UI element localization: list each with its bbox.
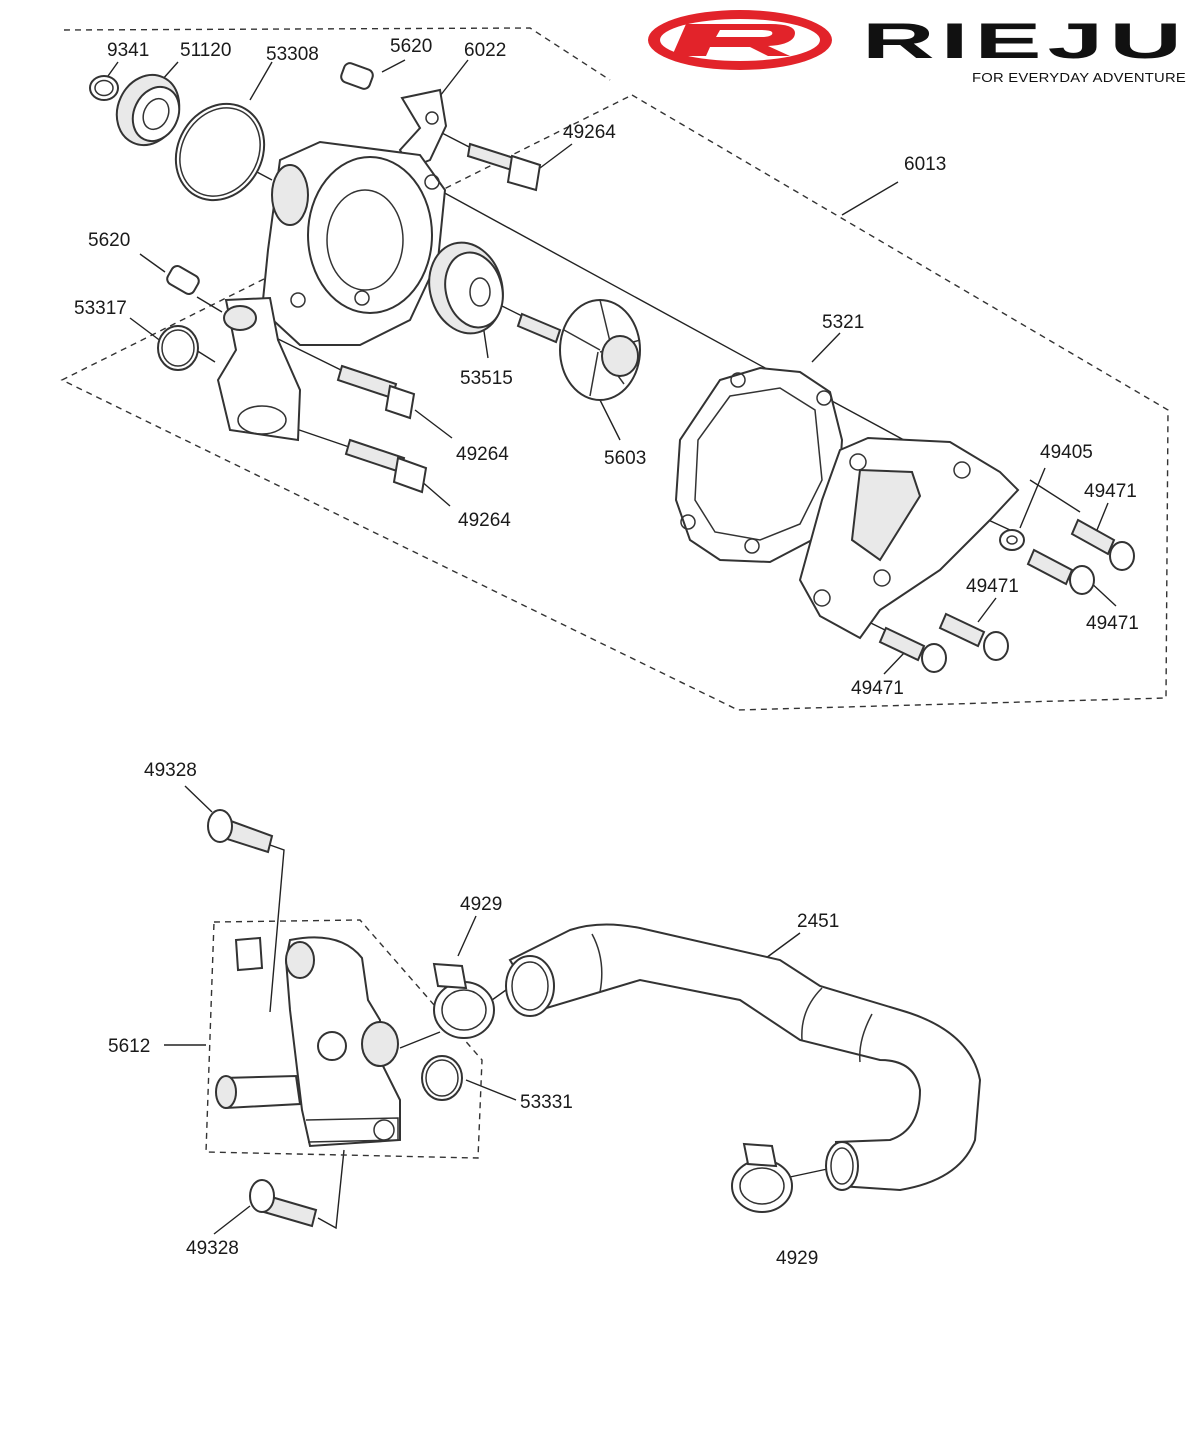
bolt-49328-bottom [249,1179,318,1228]
label-5620-left: 5620 [88,230,130,251]
label-49328-bottom: 49328 [186,1238,239,1259]
label-49264-top: 49264 [563,122,616,143]
bolt-49264-mid [336,364,416,420]
thermostat-assembly-outline [205,919,483,1159]
bolt-49328-top [207,809,274,854]
label-49471-b: 49471 [1086,613,1139,634]
o-ring-53331 [421,1055,463,1101]
label-5612: 5612 [108,1036,150,1057]
label-49471-d: 49471 [851,678,904,699]
label-9341: 9341 [107,40,149,61]
o-ring-53308 [174,102,266,202]
label-53515: 53515 [460,368,513,389]
brand-logo: RIEJU FOR EVERYDAY ADVENTURE [648,10,1188,85]
label-5603: 5603 [604,448,646,469]
dowel-pin-5620-top [340,62,374,90]
thermostat-housing-5612 [215,936,401,1148]
hose-clamp-4929-bottom [731,1142,793,1213]
label-4929-bottom: 4929 [776,1248,818,1269]
label-49328-top: 49328 [144,760,197,781]
brand-wordmark: RIEJU [862,13,1188,69]
label-4929-top: 4929 [460,894,502,915]
bolt-49471-d [878,626,947,673]
bolt-49471-a [1070,518,1135,571]
label-49264-mid: 49264 [456,444,509,465]
label-49264-low: 49264 [458,510,511,531]
pump-housing [216,140,447,442]
label-6022: 6022 [464,40,506,61]
bolt-49471-b [1026,548,1095,595]
hose-clamp-4929-top [432,962,495,1039]
label-49471-a: 49471 [1084,481,1137,502]
brand-tagline: FOR EVERYDAY ADVENTURE [972,70,1186,85]
label-5620-top: 5620 [390,36,432,57]
label-2451: 2451 [797,911,839,932]
bearing-51120 [115,73,181,147]
logo-r-icon [672,24,795,56]
circlip-9341 [89,75,119,101]
label-53308: 53308 [266,44,319,65]
pump-assembly-outline [60,27,1169,711]
pump-cover [798,436,1020,640]
label-49471-c: 49471 [966,576,1019,597]
o-ring-53317 [157,325,199,371]
label-49405: 49405 [1040,442,1093,463]
bolt-49264-low [344,438,428,494]
label-5321: 5321 [822,312,864,333]
part-labels: 9341 51120 53308 5620 6022 49264 6013 56… [74,36,1139,1269]
label-53317: 53317 [74,298,127,319]
dowel-pin-5620-left [166,265,200,295]
washer-49405 [999,529,1025,551]
label-53331: 53331 [520,1092,573,1113]
bolt-49264-top [466,142,542,192]
impeller-5603 [516,299,641,401]
gasket-5321 [674,366,844,564]
label-51120: 51120 [180,40,231,61]
coolant-hose-2451 [505,923,982,1192]
oil-seal-53515 [428,241,504,335]
bolt-49471-c [938,612,1009,661]
label-6013: 6013 [904,154,946,175]
